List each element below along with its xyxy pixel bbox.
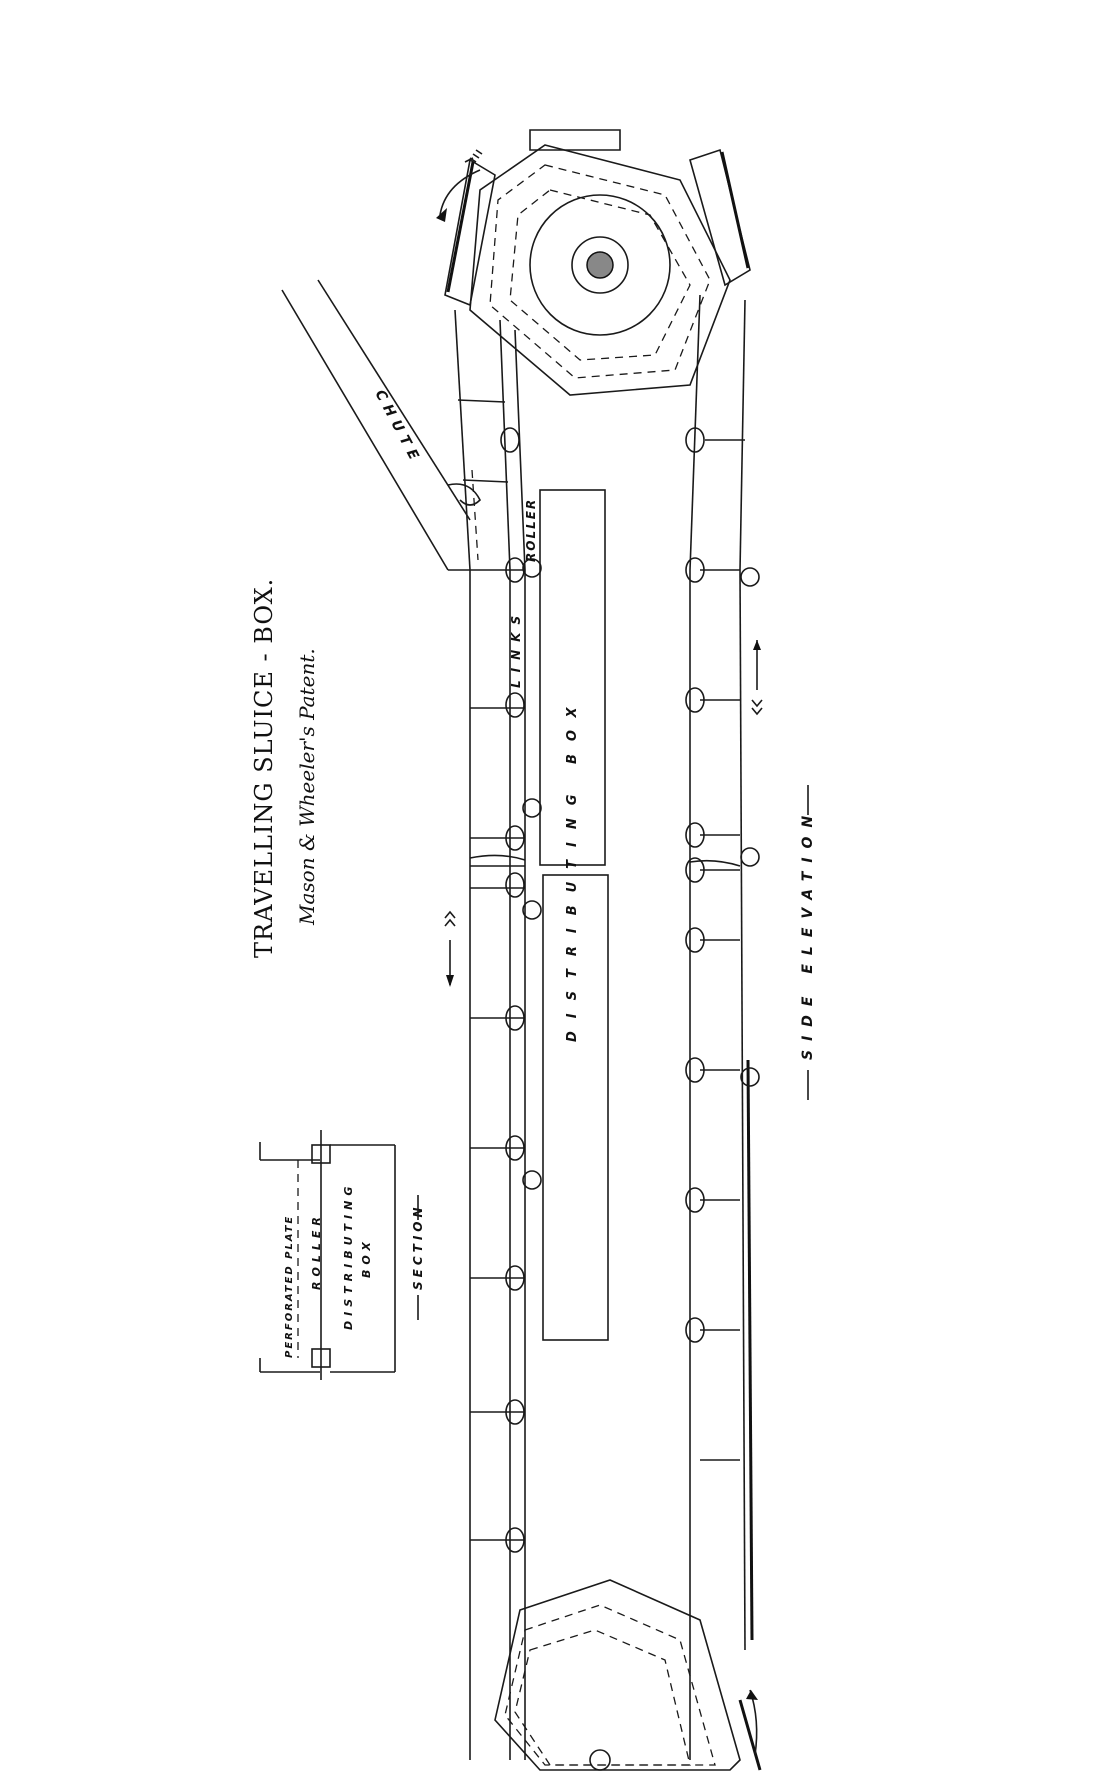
right-chain bbox=[685, 294, 760, 1760]
label-section-roller: ROLLER bbox=[310, 1212, 323, 1290]
distributing-box-lower bbox=[542, 874, 609, 1341]
drawing-title: TRAVELLING SLUICE - BOX. bbox=[250, 578, 278, 958]
section-view bbox=[259, 1130, 396, 1380]
label-section-distributing: DISTRIBUTING bbox=[342, 1182, 355, 1330]
roller bbox=[740, 1067, 760, 1087]
distributing-box-upper bbox=[539, 489, 606, 866]
bottom-sprocket bbox=[494, 1579, 762, 1771]
top-axle bbox=[586, 251, 614, 279]
roller bbox=[522, 900, 542, 920]
label-section: SECTION bbox=[411, 1203, 425, 1290]
roller bbox=[740, 567, 760, 587]
drawing-subtitle: Mason & Wheeler's Patent. bbox=[295, 648, 319, 926]
label-roller: ROLLER bbox=[524, 498, 538, 562]
roller bbox=[740, 847, 760, 867]
label-perforated-plate: PERFORATED PLATE bbox=[284, 1215, 295, 1358]
label-section-box: BOX bbox=[360, 1237, 373, 1278]
top-sprocket bbox=[436, 129, 751, 396]
roller bbox=[522, 798, 542, 818]
roller bbox=[522, 1170, 542, 1190]
label-side-elevation: SIDE ELEVATION bbox=[800, 807, 816, 1060]
roller bbox=[522, 558, 542, 578]
left-chain bbox=[454, 309, 542, 1760]
label-distributing-box: DISTRIBUTING BOX bbox=[565, 695, 580, 1042]
label-links: LINKS bbox=[509, 608, 523, 688]
chute bbox=[281, 279, 481, 571]
